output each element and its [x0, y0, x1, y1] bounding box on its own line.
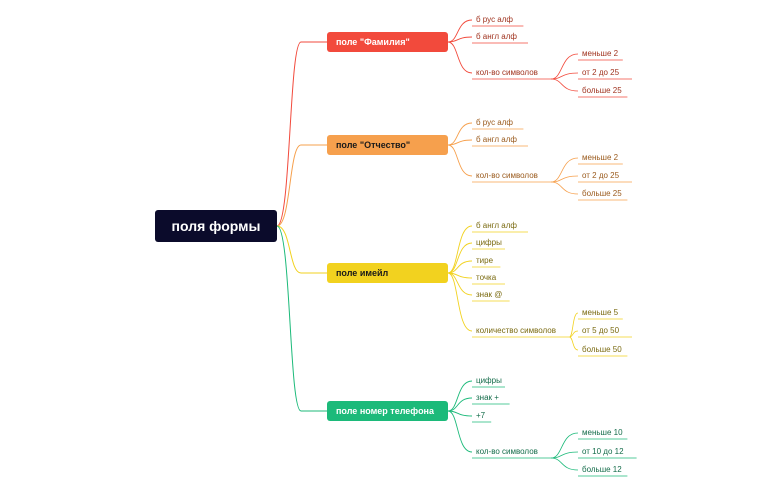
branch-node-phone[interactable]: поле номер телефона — [327, 401, 448, 421]
leaf-item[interactable]: б англ алф — [476, 135, 518, 144]
connector-line — [569, 312, 579, 338]
connector-line — [550, 175, 579, 183]
connector-line — [550, 72, 579, 80]
leaf-subitem[interactable]: больше 25 — [582, 189, 622, 198]
leaf-item[interactable]: б рус алф — [476, 118, 513, 127]
connector-line — [447, 410, 473, 453]
leaf-item[interactable]: тире — [476, 256, 494, 265]
leaf-item[interactable]: цифры — [476, 376, 502, 385]
leaf-subitem[interactable]: больше 25 — [582, 86, 622, 95]
leaf-item-char-count[interactable]: кол-во символов — [476, 68, 538, 77]
connector-line — [550, 157, 579, 183]
leaf-subitem[interactable]: больше 12 — [582, 465, 622, 474]
connector-line — [276, 225, 327, 274]
connector-line — [550, 432, 579, 459]
connector-line — [447, 41, 473, 74]
leaf-subitem[interactable]: от 2 до 25 — [582, 171, 620, 180]
leaf-subitem[interactable]: от 10 до 12 — [582, 447, 624, 456]
leaf-subitem[interactable]: меньше 2 — [582, 153, 619, 162]
connector-line — [447, 139, 473, 146]
connector-line — [447, 225, 473, 274]
leaf-subitem[interactable]: меньше 2 — [582, 49, 619, 58]
connector-line — [569, 336, 579, 351]
connector-line — [276, 41, 327, 227]
connector-line — [569, 330, 579, 338]
leaf-item-char-count[interactable]: кол-во символов — [476, 171, 538, 180]
connector-line — [447, 242, 473, 274]
leaf-item[interactable]: +7 — [476, 411, 486, 420]
leaf-item[interactable]: б рус алф — [476, 15, 513, 24]
connector-line — [447, 410, 473, 417]
leaf-subitem[interactable]: от 2 до 25 — [582, 68, 620, 77]
leaf-item[interactable]: б англ алф — [476, 221, 518, 230]
leaf-item-char-count[interactable]: кол-во символов — [476, 447, 538, 456]
leaf-item[interactable]: знак @ — [476, 290, 503, 299]
connector-line — [550, 457, 579, 471]
leaf-subitem[interactable]: больше 50 — [582, 345, 622, 354]
connector-line — [447, 122, 473, 146]
connector-line — [447, 36, 473, 43]
leaf-item-char-count[interactable]: количество символов — [476, 326, 556, 335]
connector-line — [276, 225, 327, 412]
connector-line — [447, 144, 473, 177]
branch-node-otchestvo[interactable]: поле "Отчество" — [327, 135, 448, 155]
leaf-subitem[interactable]: от 5 до 50 — [582, 326, 620, 335]
leaf-subitem[interactable]: меньше 10 — [582, 428, 623, 437]
connector-line — [550, 181, 579, 195]
connector-line — [550, 78, 579, 92]
connector-line — [550, 451, 579, 459]
leaf-item[interactable]: цифры — [476, 238, 502, 247]
connector-line — [447, 19, 473, 43]
connector-line — [447, 260, 473, 274]
connector-line — [447, 397, 473, 412]
connector-line — [447, 272, 473, 332]
branch-node-email[interactable]: поле имейл — [327, 263, 448, 283]
connector-line — [276, 144, 327, 227]
root-node[interactable]: поля формы — [155, 210, 277, 242]
connector-line — [447, 380, 473, 412]
connector-line — [550, 53, 579, 80]
leaf-item[interactable]: б англ алф — [476, 32, 518, 41]
leaf-item[interactable]: знак + — [476, 393, 499, 402]
leaf-subitem[interactable]: меньше 5 — [582, 308, 619, 317]
branch-node-familiya[interactable]: поле "Фамилия" — [327, 32, 448, 52]
leaf-item[interactable]: точка — [476, 273, 497, 282]
